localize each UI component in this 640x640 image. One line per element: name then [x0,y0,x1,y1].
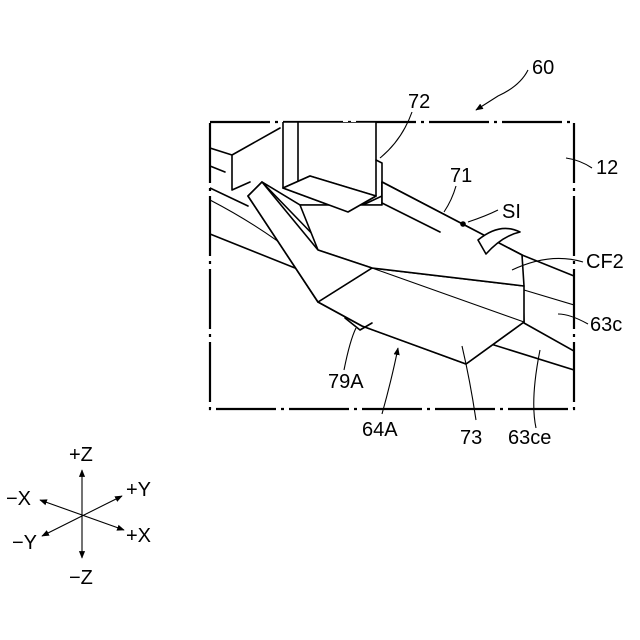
label-12: 12 [596,157,618,179]
leader-12 [566,158,592,168]
label-63ce: 63ce [508,427,551,449]
leader-79a [344,328,356,370]
axis-label-minus-y: −Y [12,532,37,554]
axis-label-plus-y: +Y [126,479,151,501]
back-plate [210,128,280,190]
leader-60 [476,70,528,110]
leader-71 [444,186,456,212]
label-71: 71 [450,165,472,187]
axis-label-plus-x: +X [126,525,151,547]
member-63c-edge-mid [524,290,574,305]
member-63c-edge-lower [524,323,574,351]
label-64a: 64A [362,419,398,441]
label-60: 60 [532,57,554,79]
leader-63ce [534,350,540,428]
axes-symbol: +Z −Z −X +Y −Y +X [6,444,151,589]
leader-si [468,210,498,222]
detail-drawing [210,122,574,370]
label-73: 73 [460,427,482,449]
axis-label-minus-x: −X [6,488,31,510]
leader-64a [382,348,398,414]
label-cf2: CF2 [586,251,624,273]
leader-72 [380,112,412,158]
label-79a: 79A [328,371,364,393]
member-63c-edge-back [522,255,574,276]
label-72: 72 [408,91,430,113]
label-63c: 63c [590,314,622,336]
point-si-dot [460,221,466,227]
axis-label-minus-z: −Z [69,567,93,589]
axis-label-plus-z: +Z [69,444,93,466]
back-plate-top [210,166,225,172]
label-si: SI [502,201,521,223]
